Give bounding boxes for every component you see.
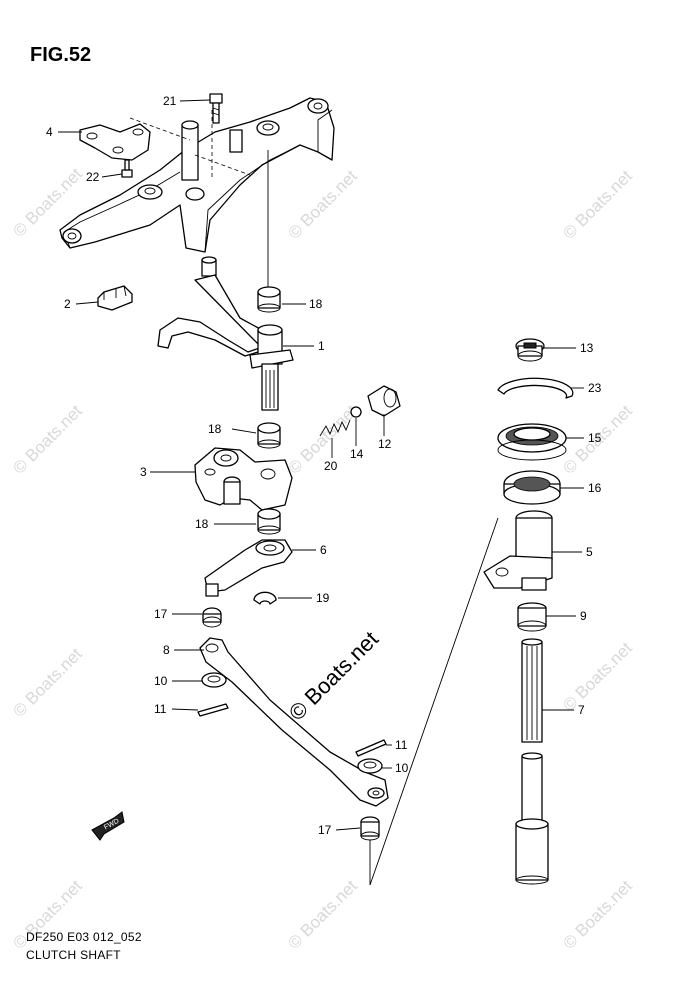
bearing-15 [497,423,567,461]
washer-10-upper [201,672,227,688]
callout-8: 8 [163,643,170,657]
clip-19 [253,591,277,605]
callout-19: 19 [316,591,330,605]
seal-16 [503,470,561,505]
callout-22: 22 [86,170,100,184]
callout-17-upper: 17 [154,607,168,621]
callout-3: 3 [140,465,147,479]
callout-10-upper: 10 [154,674,168,688]
sleeve-12 [367,385,401,417]
cam-3 [194,447,293,511]
callout-23: 23 [588,381,602,395]
callout-18-upper: 18 [309,297,323,311]
pin-11-upper [197,703,229,717]
bushing-18-lower [257,508,281,535]
callout-9: 9 [580,609,587,623]
spring-20 [319,419,351,437]
housing-5 [483,510,553,591]
callout-4: 4 [46,125,53,139]
washer-10-lower [357,758,383,774]
clip-2 [97,285,133,311]
diagram-caption: CLUTCH SHAFT [26,948,121,962]
callout-6: 6 [320,543,327,557]
rod-8 [199,637,389,807]
callout-15: 15 [588,431,602,445]
callout-10-lower: 10 [395,761,409,775]
callout-1: 1 [318,339,325,353]
callouts: 21 4 22 2 18 1 18 3 20 14 12 18 6 19 17 … [46,94,602,837]
bushing-18-middle [257,422,281,449]
watermark: © Boats.net [284,876,361,953]
bolt-21 [209,93,223,124]
callout-20: 20 [324,459,338,473]
pin-11-lower [355,739,387,757]
watermark: © Boats.net [559,876,636,953]
watermark: © Boats.net [9,644,86,721]
watermark: © Boats.net [9,401,86,478]
model-code: DF250 E03 012_052 [26,930,142,944]
callout-17-lower: 17 [318,823,332,837]
ball-14 [350,406,362,418]
plug-13 [515,338,545,362]
washer-17-lower [360,816,380,841]
bushing-18-upper [257,286,281,313]
callout-18-middle: 18 [208,422,222,436]
circlip-23 [497,377,574,399]
shift-shaft-1 [157,256,294,411]
callout-2: 2 [64,297,71,311]
leader-line [369,517,499,886]
watermark: © Boats.net [559,166,636,243]
callout-21: 21 [163,94,177,108]
clutch-shaft-7 [515,638,549,885]
callout-12: 12 [378,437,392,451]
watermark: © Boats.net [284,401,361,478]
callout-14: 14 [350,447,364,461]
watermark: © Boats.net [559,638,636,715]
callout-11-lower: 11 [395,738,408,752]
plate-4 [79,123,151,161]
watermark-center: © Boats.net [284,626,383,725]
bushing-9 [517,602,547,632]
callout-7: 7 [578,703,585,717]
callout-13: 13 [580,341,594,355]
callout-11-upper: 11 [154,702,167,716]
screw-22 [121,159,133,178]
lever-6 [204,539,293,597]
callout-5: 5 [586,545,593,559]
watermark: © Boats.net [284,166,361,243]
callout-18-lower: 18 [195,517,209,531]
callout-16: 16 [588,481,602,495]
forward-arrow-icon: FWD [91,811,125,841]
figure-title: FIG.52 [30,44,92,66]
shift-bracket [59,97,335,253]
washer-17-upper [202,607,222,628]
